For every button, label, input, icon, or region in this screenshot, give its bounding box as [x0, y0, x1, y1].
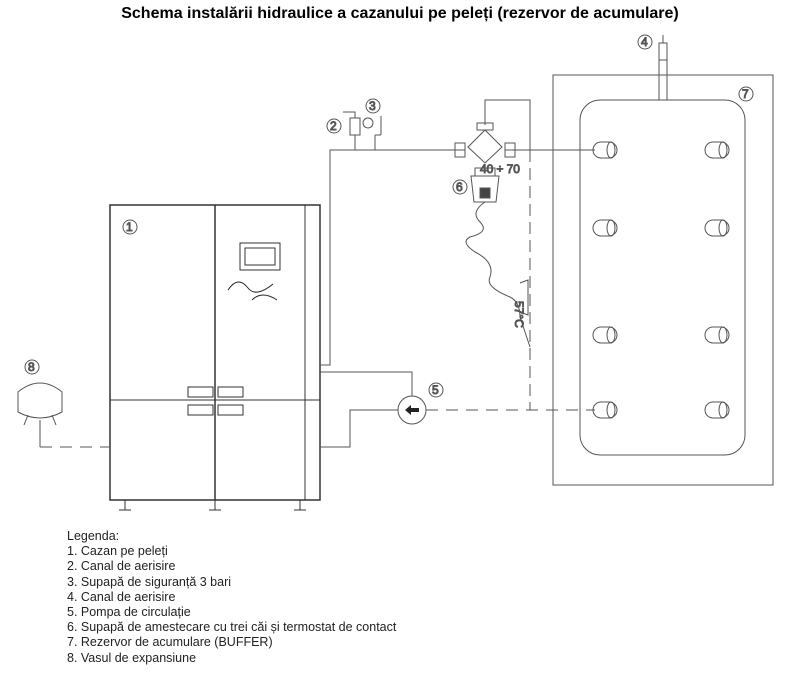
markers: 1 2 3 4 5 6 7 8: [24, 34, 754, 398]
safety-valve-3: [362, 116, 382, 136]
coil-port-end: [718, 401, 728, 419]
legend-item: 2. Canal de aerisire: [67, 559, 176, 574]
coil-port: [704, 219, 730, 237]
marker-7: 7: [742, 87, 749, 101]
legend-heading: Legenda:: [67, 529, 120, 543]
legend-item: 8. Vasul de expansiune: [67, 650, 197, 665]
marker-2: 2: [330, 119, 337, 133]
coil-port: [592, 401, 618, 419]
thermostat-temp: 57°C: [512, 301, 526, 328]
marker-8: 8: [28, 360, 35, 374]
pellet-boiler: [109, 204, 321, 511]
expansion-vessel-8: [17, 382, 63, 426]
coil-port: [592, 141, 618, 159]
legend-item: 5. Pompa de circulație: [67, 605, 191, 620]
coil-port: [704, 141, 730, 159]
marker-4: 4: [641, 35, 648, 49]
legend-item: 6. Supapă de amestecare cu trei căi și t…: [67, 620, 397, 635]
legend-item: 4. Canal de aerisire: [67, 589, 176, 604]
coil-port-end: [606, 141, 616, 159]
pipes: [39, 99, 595, 448]
coil-port-end: [606, 219, 616, 237]
legend: Legenda: 1. Cazan pe peleți 2. Canal de …: [67, 529, 396, 666]
coil-port-end: [718, 141, 728, 159]
marker-6: 6: [456, 180, 463, 194]
diagram-title: Schema instalării hidraulice a cazanului…: [121, 5, 679, 22]
coil-port-end: [606, 326, 616, 344]
coil-port: [592, 219, 618, 237]
marker-5: 5: [432, 383, 439, 397]
coil-port: [704, 326, 730, 344]
legend-item: 1. Cazan pe peleți: [67, 544, 168, 559]
marker-3: 3: [369, 99, 376, 113]
valve-range: 40 ÷ 70: [480, 162, 520, 176]
legend-item: 7. Rezervor de acumulare (BUFFER): [67, 635, 273, 650]
coil-port: [592, 326, 618, 344]
coil-port-end: [606, 401, 616, 419]
coil-port-end: [718, 326, 728, 344]
circulation-pump-5: [397, 395, 427, 425]
marker-1: 1: [126, 220, 133, 234]
mixing-valve-6: [454, 122, 531, 348]
coil-port: [704, 401, 730, 419]
legend-item: 3. Supapă de siguranță 3 bari: [67, 574, 232, 589]
buffer-coils: [592, 141, 730, 419]
buffer-tank-7: [552, 35, 774, 486]
air-vent-2: [343, 111, 361, 136]
coil-port-end: [718, 219, 728, 237]
